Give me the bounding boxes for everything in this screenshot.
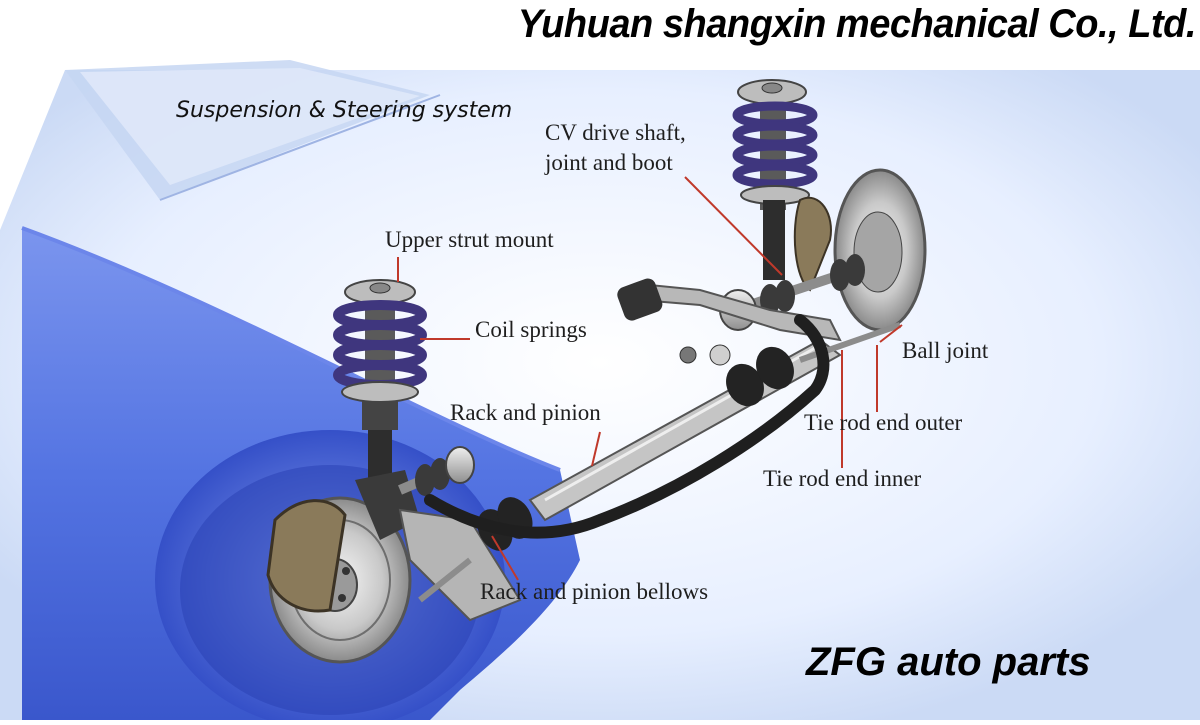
label-tie-rod-end-outer: Tie rod end outer — [804, 410, 963, 435]
leader-lines — [397, 176, 903, 581]
leader-bellows — [491, 535, 519, 581]
label-cv-drive-shaft: CV drive shaft, joint and boot — [545, 118, 686, 178]
right-brake-disc — [793, 168, 927, 332]
label-upper-strut-mount: Upper strut mount — [385, 227, 554, 252]
label-tie-rod-end-inner: Tie rod end inner — [763, 466, 922, 491]
leader-ball-joint — [879, 324, 903, 343]
label-rack-and-pinion: Rack and pinion — [450, 400, 601, 425]
label-rack-and-pinion-bellows: Rack and pinion bellows — [480, 579, 709, 604]
left-cv-joint — [398, 446, 475, 496]
company-name: Yuhuan shangxin mechanical Co., Ltd. — [517, 2, 1197, 46]
leader-cv-shaft — [684, 176, 783, 276]
steering-rack — [418, 322, 901, 603]
left-coil-spring — [333, 279, 427, 403]
right-coil-spring — [732, 79, 818, 280]
diagram-subtitle: Suspension & Steering system — [176, 98, 513, 123]
label-ball-joint: Ball joint — [902, 338, 989, 363]
label-coil-springs: Coil springs — [475, 317, 587, 342]
anti-roll-bar — [424, 314, 830, 539]
label-cv-line1: CV drive shaft, — [545, 120, 686, 145]
label-cv-line2: joint and boot — [545, 150, 673, 175]
leader-rack-and-pinion — [591, 431, 601, 467]
brand-name: ZFG auto parts — [806, 640, 1091, 684]
left-brake-disc — [266, 496, 412, 664]
